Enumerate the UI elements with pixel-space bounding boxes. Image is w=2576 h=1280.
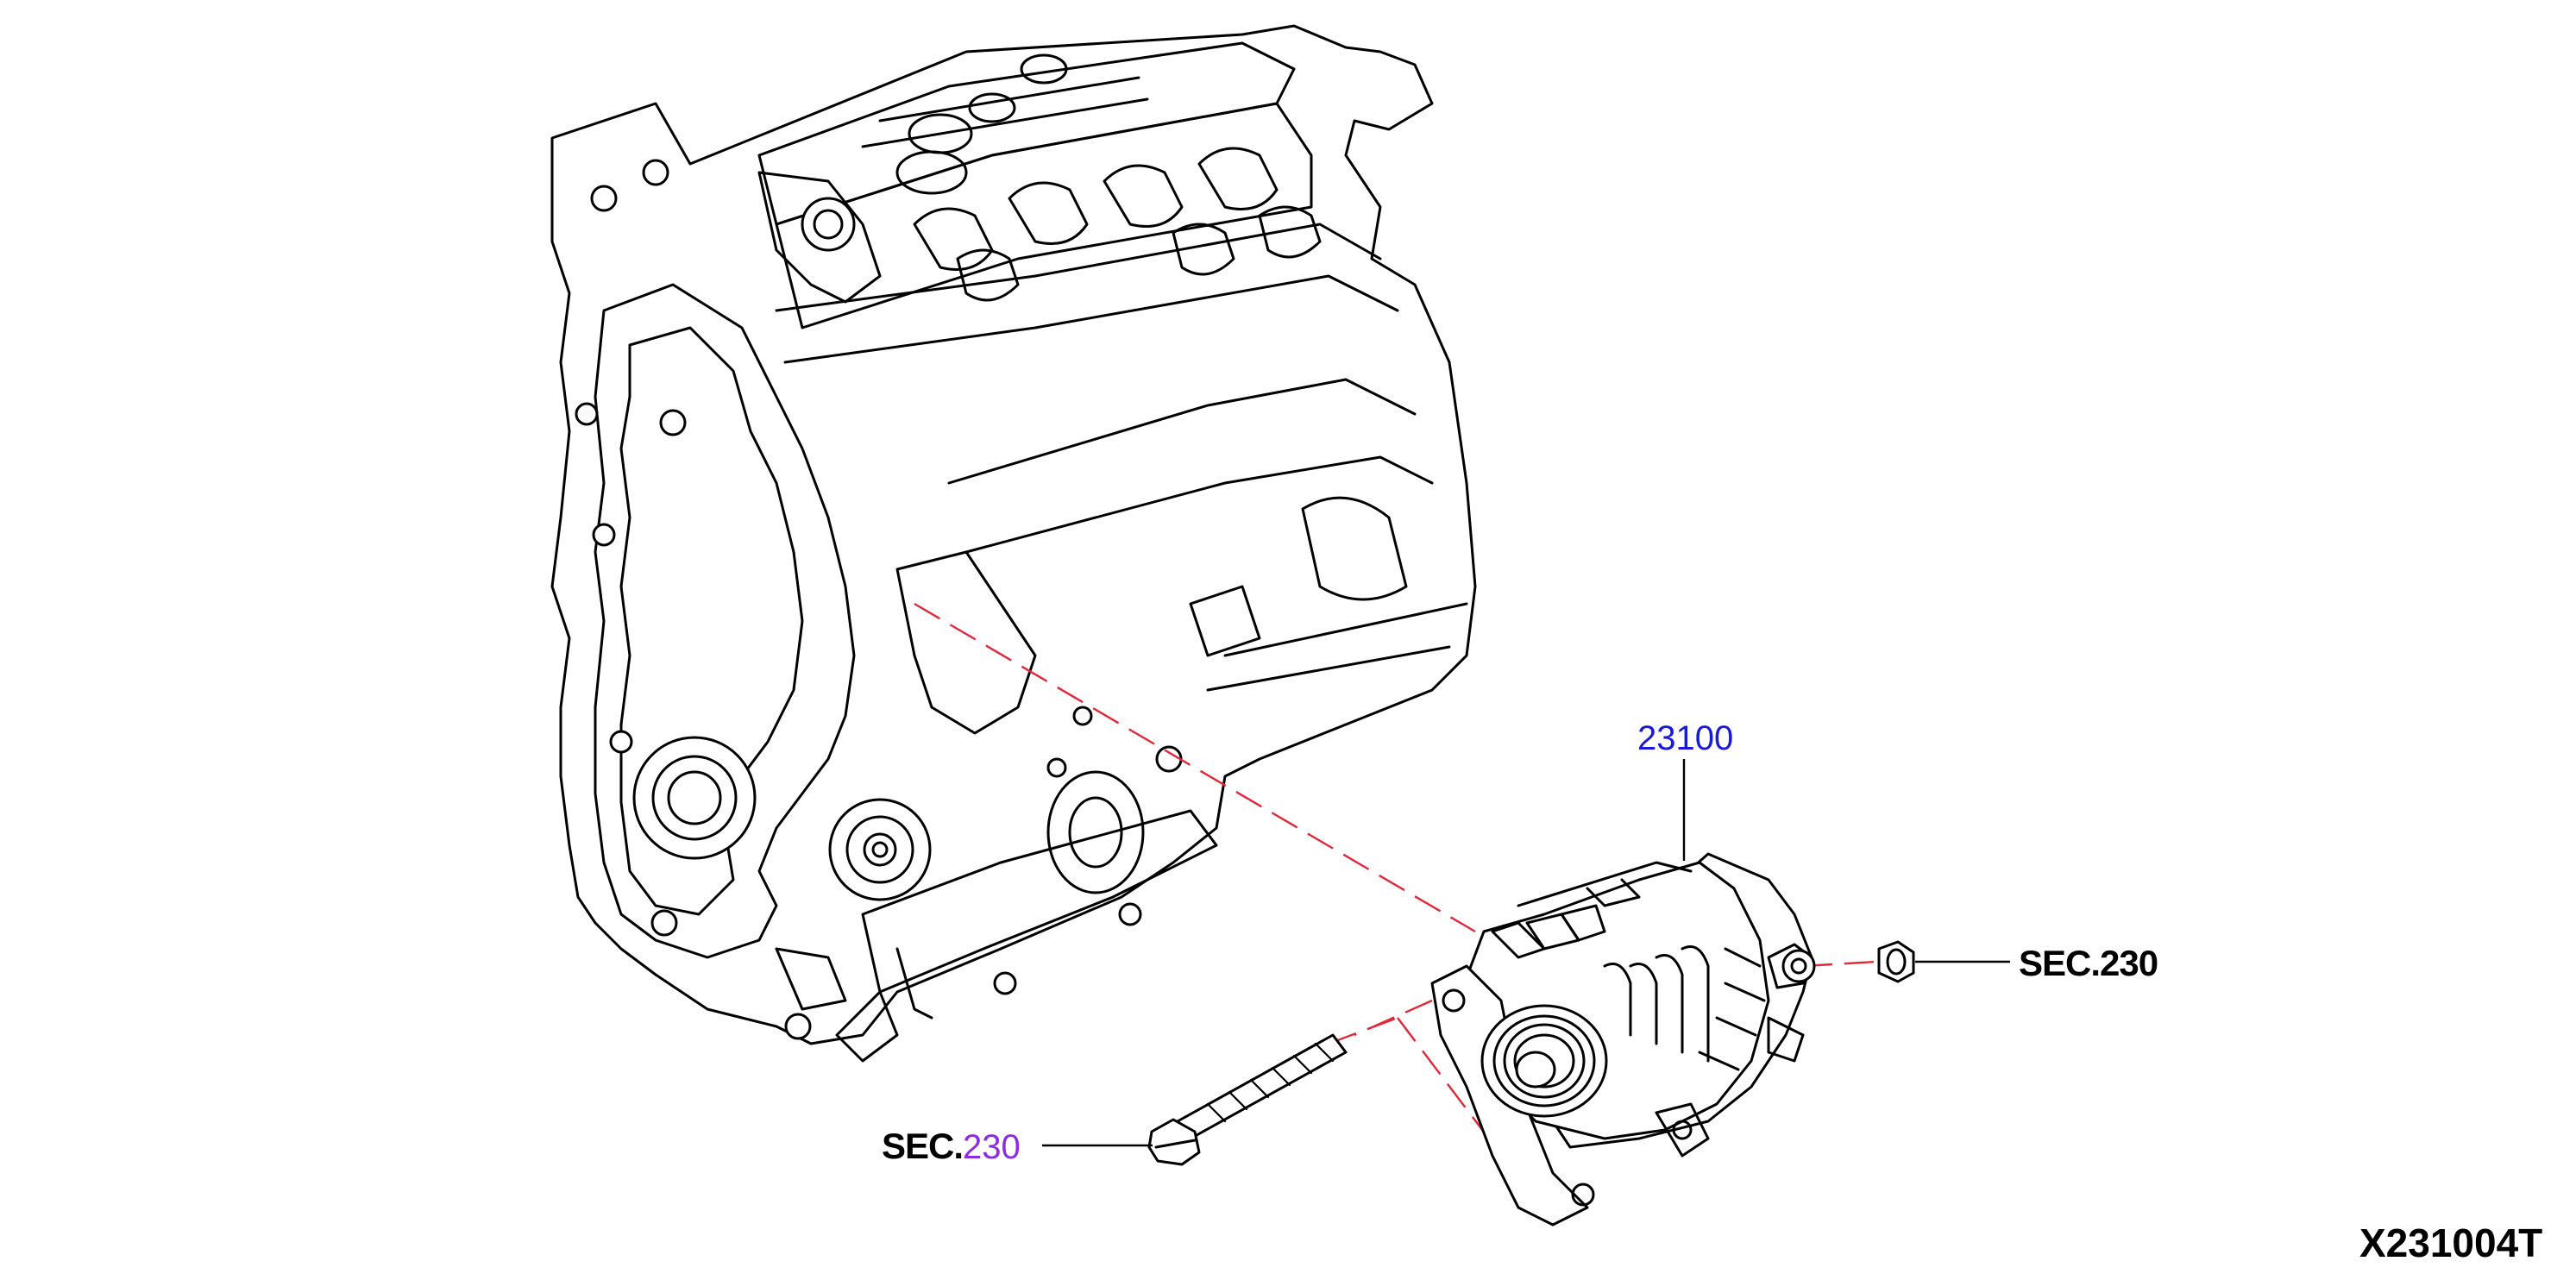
callout-alternator-23100[interactable]: 23100 [1637,719,1734,757]
engine-assembly [550,24,1477,1063]
alternator-mounting-bolt[interactable] [1147,1033,1348,1166]
alternator-23100[interactable] [1430,852,1816,1227]
callout-sec-number-link[interactable]: 230 [963,1128,1021,1166]
dash-engine-to-alternator [914,602,1476,933]
alternator-terminal-nut[interactable] [1877,940,1915,983]
leader-lines [1042,759,2010,1147]
dash-alternator-lower [1354,999,1433,1037]
dash-bolt-to-alternator [1328,1016,1398,1045]
callout-sec230-bolt[interactable]: SEC.230 [882,1126,1021,1166]
callout-sec-prefix: SEC. [882,1126,964,1166]
figure-code: X231004T [2359,1220,2543,1265]
callout-sec230-nut[interactable]: SEC.230 [2019,943,2158,983]
